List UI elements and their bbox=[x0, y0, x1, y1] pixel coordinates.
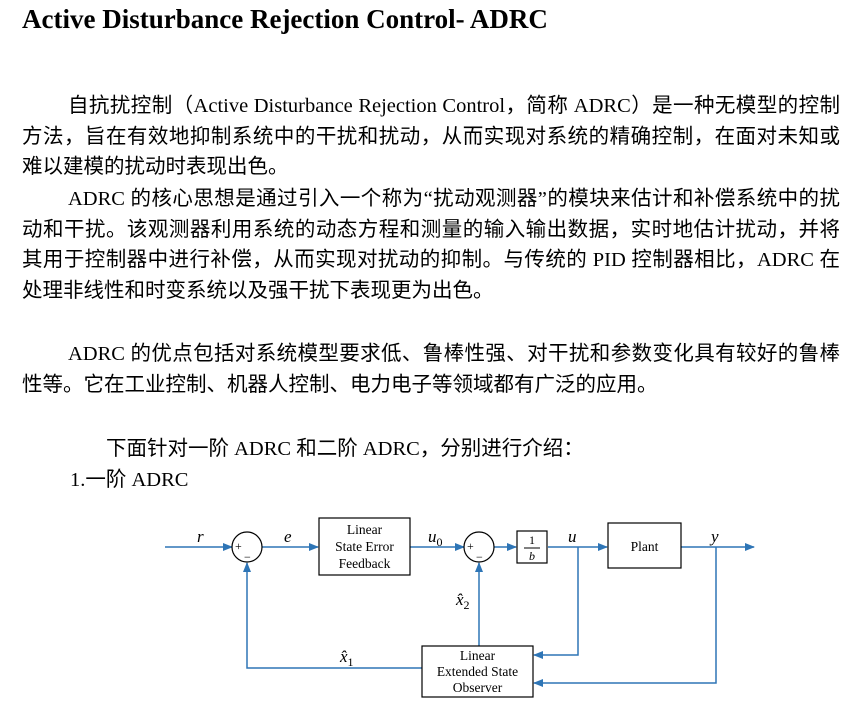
sum1-plus-sign: + bbox=[235, 539, 242, 553]
signal-u0-label: u bbox=[428, 527, 437, 546]
paragraph-advantages: ADRC 的优点包括对系统模型要求低、鲁棒性强、对干扰和参数变化具有较好的鲁棒性… bbox=[22, 343, 840, 396]
y-to-observer-line bbox=[533, 547, 717, 687]
list-item-first-order-adrc: 1.一阶 ADRC bbox=[70, 469, 189, 491]
x1-feedback-line bbox=[243, 562, 422, 669]
leso-label-line1: Linear bbox=[460, 648, 496, 663]
gain-numerator: 1 bbox=[529, 533, 535, 547]
leso-block bbox=[421, 645, 534, 698]
lsef-label-line2: State Error bbox=[335, 539, 394, 554]
signal-r-label: r bbox=[197, 527, 204, 546]
paragraph-intro: 自抗扰控制（Active Disturbance Rejection Contr… bbox=[22, 95, 840, 178]
lsef-label-line1: Linear bbox=[347, 522, 383, 537]
svg-text:x̂1: x̂1 bbox=[339, 647, 354, 669]
sum2-plus-sign: + bbox=[467, 539, 474, 553]
paragraph-core-idea: ADRC 的核心思想是通过引入一个称为“扰动观测器”的模块来估计和补偿系统中的扰… bbox=[22, 188, 840, 302]
u-to-observer-line bbox=[533, 547, 579, 659]
signal-u-label: u bbox=[568, 527, 577, 546]
gain-denominator: b bbox=[529, 549, 535, 563]
page-title: Active Disturbance Rejection Control- AD… bbox=[22, 4, 548, 34]
gain-block bbox=[516, 530, 548, 564]
summing-junction-2 bbox=[463, 531, 495, 563]
plant-label: Plant bbox=[631, 539, 659, 554]
signal-x1-hat-label: x̂ bbox=[339, 647, 348, 666]
sum1-minus-sign: − bbox=[244, 550, 251, 564]
plant-block bbox=[607, 522, 682, 569]
signal-y-label: y bbox=[709, 527, 719, 546]
section-intro: 下面针对一阶 ADRC 和二阶 ADRC，分别进行介绍： bbox=[106, 438, 584, 460]
signal-x2-hat-label: x̂ bbox=[455, 590, 464, 609]
leso-label-line3: Observer bbox=[453, 680, 503, 695]
svg-text:u0: u0 bbox=[428, 527, 443, 549]
adrc-block-diagram: + − + − Linear State Error Feedback 1 b … bbox=[165, 517, 755, 698]
summing-junction-1 bbox=[231, 531, 263, 563]
leso-label-line2: Extended State bbox=[437, 664, 518, 679]
lsef-block bbox=[318, 517, 411, 576]
lsef-label-line3: Feedback bbox=[339, 556, 391, 571]
signal-x2-subscript: 2 bbox=[464, 598, 470, 612]
signal-e-label: e bbox=[284, 527, 292, 546]
sum2-minus-sign: − bbox=[476, 550, 483, 564]
signal-u0-subscript: 0 bbox=[437, 535, 443, 549]
svg-text:x̂2: x̂2 bbox=[455, 590, 470, 612]
signal-x1-subscript: 1 bbox=[348, 655, 354, 669]
